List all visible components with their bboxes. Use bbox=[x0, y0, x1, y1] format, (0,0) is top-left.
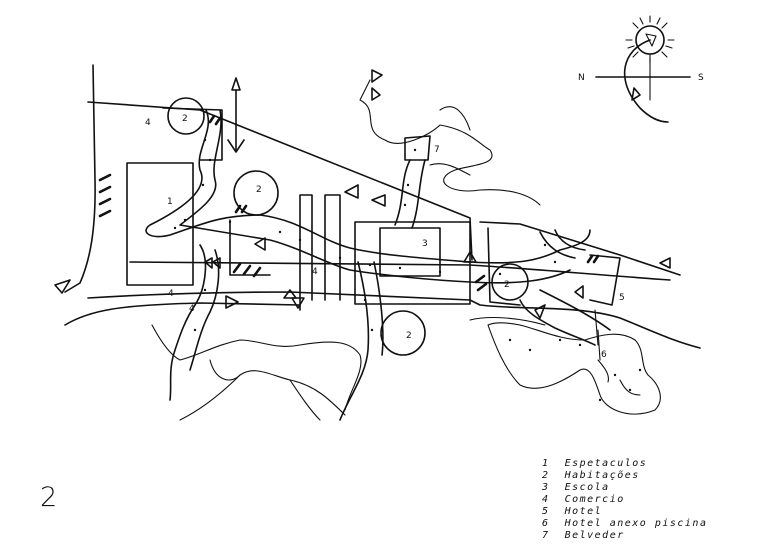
plan-labels: 1 2 2 2 2 3 4 4 4 4 5 6 7 bbox=[145, 114, 625, 360]
legend: 1 Espetaculos 2 Habitações 3 Escola 4 Co… bbox=[542, 458, 707, 542]
label-escola: 3 bbox=[422, 239, 428, 249]
label-habitacoes-2: 2 bbox=[256, 185, 262, 195]
compass-north-label: N bbox=[578, 73, 585, 83]
legend-item: 5 Hotel bbox=[542, 506, 603, 517]
compass-south-label: S bbox=[698, 73, 704, 83]
legend-item: 4 Comercio bbox=[542, 494, 625, 505]
directional-arrows bbox=[205, 70, 670, 318]
vegetation-dots bbox=[173, 138, 642, 402]
label-belveder: 7 bbox=[434, 145, 440, 155]
label-hotel: 5 bbox=[619, 293, 625, 303]
legend-item: 1 Espetaculos bbox=[542, 458, 648, 469]
green-corridor bbox=[146, 110, 610, 420]
label-comercio-1: 4 bbox=[145, 118, 151, 128]
label-comercio-2: 4 bbox=[168, 289, 174, 299]
sun-compass-icon: N S bbox=[578, 16, 704, 122]
figure-number: 2 bbox=[40, 482, 58, 513]
label-habitacoes-1: 2 bbox=[182, 114, 188, 124]
legend-item: 6 Hotel anexo piscina bbox=[542, 518, 708, 529]
roads bbox=[55, 65, 700, 348]
label-habitacoes-4: 2 bbox=[504, 280, 510, 290]
label-espetaculos: 1 bbox=[167, 197, 173, 207]
legend-item: 2 Habitações bbox=[542, 470, 640, 481]
label-hotel-piscina: 6 bbox=[601, 350, 607, 360]
legend-item: 3 Escola bbox=[542, 482, 610, 493]
label-habitacoes-3: 2 bbox=[406, 331, 412, 341]
label-comercio-3: 4 bbox=[189, 304, 195, 314]
label-comercio-4: 4 bbox=[312, 267, 318, 277]
legend-item: 7 Belveder bbox=[542, 530, 625, 541]
housing-circles bbox=[168, 98, 528, 355]
terrain-contours bbox=[152, 80, 660, 420]
hatch-marks bbox=[100, 116, 598, 290]
